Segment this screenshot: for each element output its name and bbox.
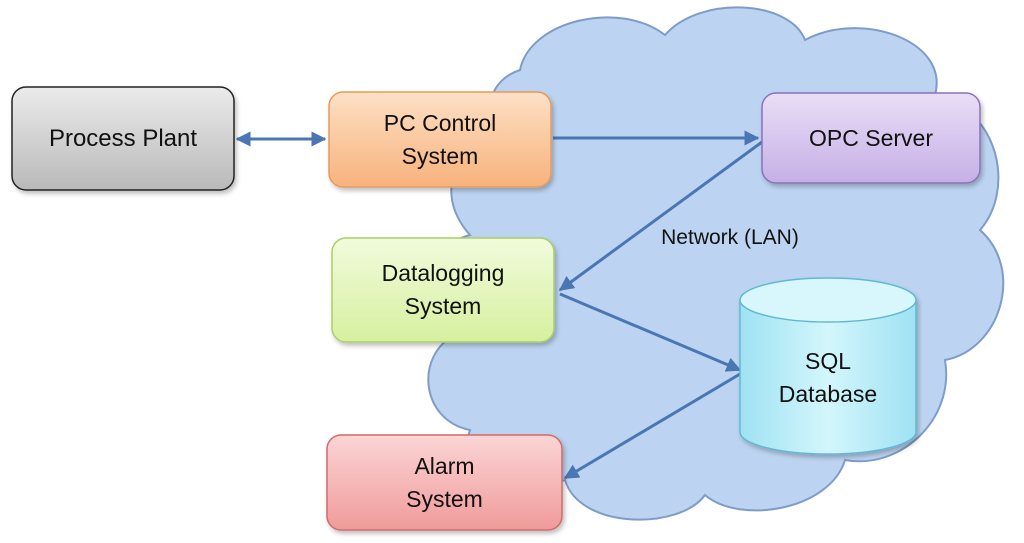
alarm-system-box: [326, 434, 563, 531]
arrow-opc-datalogging: [558, 140, 763, 292]
arrow-sql-alarm: [563, 372, 741, 480]
arrow-datalogging-sql: [559, 292, 742, 372]
opc-server-box: [761, 92, 981, 184]
connectors: [235, 130, 763, 480]
sql-database-cylinder: [739, 277, 917, 455]
datalogging-system-box: [331, 237, 555, 343]
process-plant-box: [11, 86, 235, 191]
pc-control-system-box: [328, 91, 552, 188]
